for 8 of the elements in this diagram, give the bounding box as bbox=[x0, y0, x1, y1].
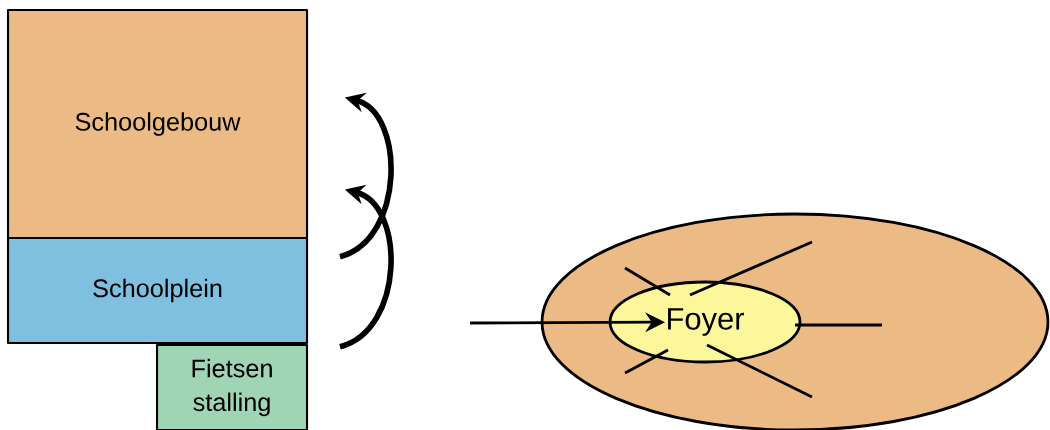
bike-shed-box: Fietsen stalling bbox=[155, 343, 309, 430]
schoolyard-box: Schoolplein bbox=[6, 236, 309, 345]
spoke-line bbox=[795, 323, 882, 327]
spoke-line bbox=[624, 266, 671, 297]
spoke-line bbox=[706, 343, 813, 399]
spoke-line bbox=[624, 348, 669, 375]
building-box: Schoolgebouw bbox=[6, 8, 309, 240]
spoke-line bbox=[689, 240, 813, 297]
